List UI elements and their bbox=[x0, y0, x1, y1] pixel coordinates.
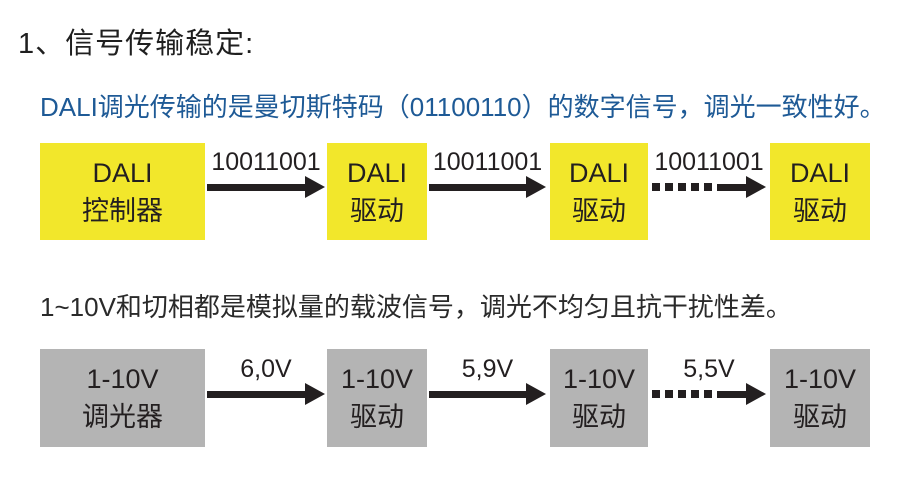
arrow-head-icon bbox=[305, 383, 325, 405]
dali-driver-box-1: DALI 驱动 bbox=[327, 143, 427, 240]
node-label-line2: 驱动 bbox=[350, 195, 404, 226]
node-label-line1: DALI bbox=[92, 157, 153, 188]
node-label-line1: 1-10V bbox=[783, 364, 857, 394]
analog-driver-box-2: 1-10V 驱动 bbox=[550, 349, 648, 447]
signal-code-label: 10011001 bbox=[432, 148, 543, 176]
node-label-line1: DALI bbox=[346, 157, 408, 188]
voltage-label: 5,9V bbox=[461, 355, 514, 383]
dali-arrow-2: 10011001 bbox=[429, 148, 546, 198]
dali-arrow-3: 10011001 bbox=[652, 148, 766, 198]
node-label-line2: 驱动 bbox=[793, 195, 847, 226]
node-label-line1: 1-10V bbox=[86, 364, 159, 394]
dashed-arrow bbox=[652, 176, 766, 198]
analog-driver-box-1: 1-10V 驱动 bbox=[327, 349, 427, 447]
analog-arrow-1: 6,0V bbox=[207, 355, 325, 405]
dali-driver-box-3: DALI 驱动 bbox=[770, 143, 870, 240]
arrow-head-icon bbox=[526, 176, 546, 198]
signal-code-label: 10011001 bbox=[654, 148, 764, 176]
node-label-line2: 驱动 bbox=[572, 195, 626, 226]
solid-arrow bbox=[207, 383, 325, 405]
dashed-segment bbox=[652, 390, 712, 398]
node-label-line1: DALI bbox=[789, 157, 851, 188]
analog-dimmer-box: 1-10V 调光器 bbox=[40, 349, 205, 447]
node-label-line2: 驱动 bbox=[572, 402, 626, 432]
analog-arrow-2: 5,9V bbox=[429, 355, 546, 405]
analog-arrow-3: 5,5V bbox=[652, 355, 766, 405]
dali-description-text: DALI调光传输的是曼切斯特码（01100110）的数字信号，调光一致性好。 bbox=[40, 92, 886, 122]
arrow-head-icon bbox=[746, 383, 766, 405]
page-title: 1、信号传输稳定: bbox=[18, 28, 255, 60]
dashed-segment bbox=[652, 183, 712, 191]
node-label-line1: DALI bbox=[568, 157, 630, 188]
solid-arrow bbox=[207, 176, 325, 198]
analog-description-text: 1~10V和切相都是模拟量的载波信号，调光不均匀且抗干扰性差。 bbox=[40, 292, 792, 322]
node-label-line1: 1-10V bbox=[340, 364, 414, 394]
dali-driver-box-2: DALI 驱动 bbox=[550, 143, 648, 240]
analog-driver-box-3: 1-10V 驱动 bbox=[770, 349, 870, 447]
voltage-label: 5,5V bbox=[683, 355, 735, 383]
arrow-head-icon bbox=[305, 176, 325, 198]
dashed-arrow bbox=[652, 383, 766, 405]
signal-code-label: 10011001 bbox=[211, 148, 321, 176]
node-label-line2: 驱动 bbox=[350, 402, 404, 432]
dali-arrow-1: 10011001 bbox=[207, 148, 325, 198]
dali-controller-box: DALI 控制器 bbox=[40, 143, 205, 240]
node-label-line1: 1-10V bbox=[562, 364, 636, 394]
arrow-head-icon bbox=[746, 176, 766, 198]
arrow-head-icon bbox=[526, 383, 546, 405]
voltage-label: 6,0V bbox=[240, 355, 292, 383]
node-label-line2: 调光器 bbox=[82, 402, 163, 432]
solid-arrow bbox=[429, 383, 546, 405]
node-label-line2: 驱动 bbox=[793, 402, 847, 432]
solid-arrow bbox=[429, 176, 546, 198]
node-label-line2: 控制器 bbox=[82, 195, 163, 226]
